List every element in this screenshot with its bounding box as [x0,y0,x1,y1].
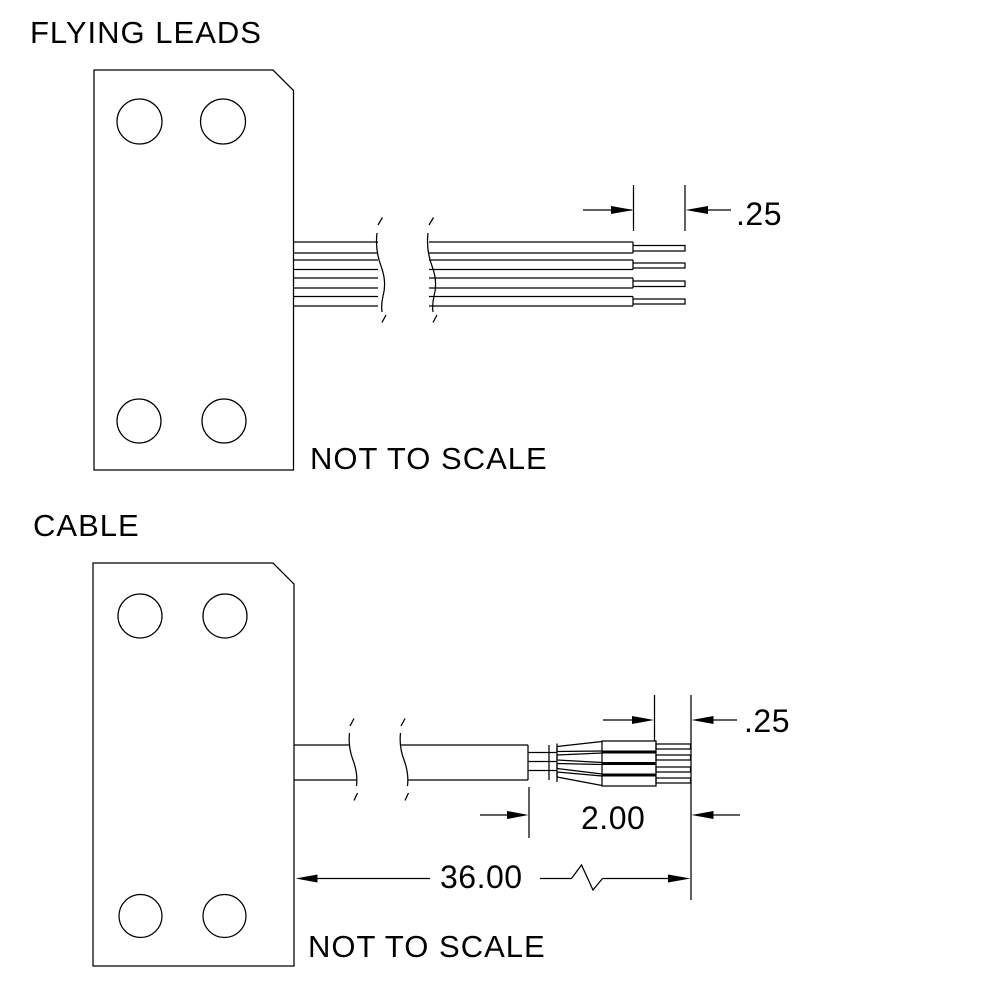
flying-leads-title: FLYING LEADS [30,15,262,50]
not-to-scale-note: NOT TO SCALE [310,441,548,476]
cable-length-dimension: 36.00 [295,859,691,895]
breakout-dimension: 2.00 [480,787,740,838]
lead-wire [294,241,686,254]
wire-strip-dimension: .25 [603,695,790,900]
dimension-break-zigzag [570,863,603,892]
wire-core [602,750,656,777]
lead-wires [294,241,686,307]
arrowhead-left-icon [685,206,708,214]
mounting-hole [199,98,247,145]
conductor-bundle [528,743,558,782]
lead-wire [294,295,686,307]
lead-strip-dimension: .25 [583,185,782,232]
crimp-transition [528,740,603,787]
arrowhead-left-icon [691,811,714,819]
sensor-body-outline [93,69,295,471]
breakout-wires [601,740,692,787]
cable-length-dimension-value: 36.00 [440,859,523,895]
lead-strip-dimension-value: .25 [736,196,782,232]
extension-lines [632,185,686,231]
lead-wire [294,259,686,271]
break-line [348,718,359,801]
arrowhead-right-icon [611,206,634,214]
mounting-hole [201,398,247,444]
cable-jacket [294,744,529,781]
sensor-body-outline [92,562,295,967]
jacket-outline [294,744,529,781]
mounting-hole [118,893,163,939]
break-lines [375,217,438,323]
mounting-hole [117,593,163,639]
arrowhead-right-icon [507,811,529,819]
arrowhead-left-icon [691,716,714,724]
mounting-hole [202,893,247,939]
break-line [375,217,387,323]
mounting-hole [202,593,248,639]
arrowhead-right-icon [632,716,654,724]
not-to-scale-note: NOT TO SCALE [308,929,546,964]
flying-leads-view: FLYING LEADS .25 NOT TO SCA [30,15,782,476]
extension-lines [653,695,692,900]
breakout-dimension-value: 2.00 [581,800,645,836]
stripped-tips [655,743,692,784]
break-line [426,217,438,323]
lead-wire [294,277,686,289]
wire-fanout [556,740,603,787]
cable-title: CABLE [33,508,140,543]
mounting-hole [116,98,163,145]
mounting-hole [116,398,162,444]
break-lines [348,718,410,801]
arrowhead-left-icon [295,874,318,883]
arrowhead-right-icon [668,874,691,883]
break-line [399,718,410,801]
cable-view: CABLE [33,508,790,967]
wire-strip-dimension-value: .25 [744,703,790,739]
